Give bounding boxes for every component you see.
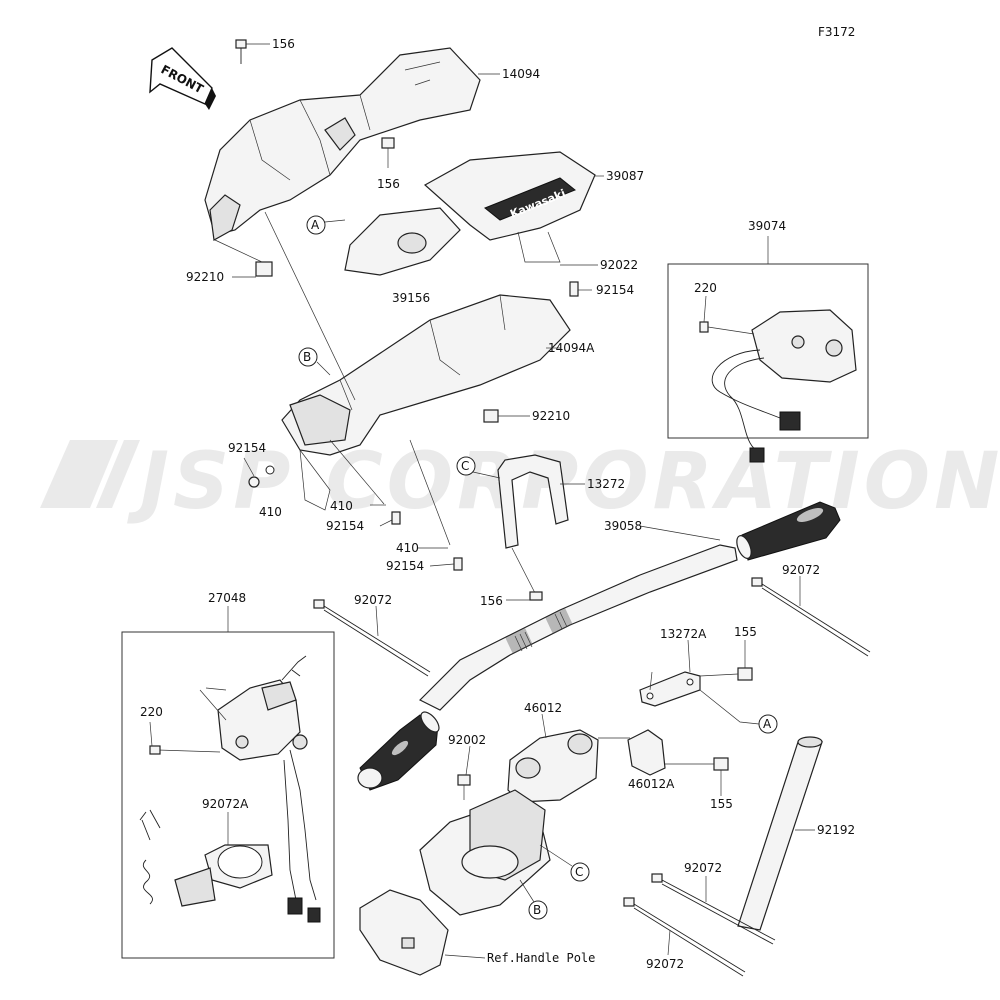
label-92002: 92002 [448,733,486,747]
handle-pole-base [359,789,551,976]
label-156-low: 156 [480,594,503,608]
left-switch-27048 [199,655,321,923]
clip-92210-left [232,261,273,278]
label-27048: 27048 [208,591,246,605]
label-39156: 39156 [392,291,430,305]
label-92154-left: 92154 [228,441,266,455]
label-92192: 92192 [817,823,855,837]
label-410-left: 410 [259,505,282,519]
label-220-left: 220 [140,705,163,719]
clip-92210-mid [483,409,530,423]
label-92154-top: 92154 [596,283,634,297]
cable-tie-92072-left [313,599,431,677]
lower-cover-14094A [281,294,571,511]
label-92210-left: 92210 [186,270,224,284]
label-13272A: 13272A [660,627,707,641]
bolt-155-low [665,757,729,771]
label-92022: 92022 [600,258,638,272]
label-410-mid: 410 [330,499,353,513]
svg-text:A: A [311,218,320,232]
handlebar-39058 [357,501,841,791]
bolt-155-top [699,667,753,681]
label-155-top: 155 [734,625,757,639]
cable-tie-92072-bot1 [651,873,776,945]
label-92072-right: 92072 [782,563,820,577]
screw-92154-top [569,281,592,297]
bolt-156-top [235,39,270,64]
callout-c-low [570,862,590,882]
bolt-156-mid [381,137,395,168]
label-156-top: 156 [272,37,295,51]
label-92154-mid: 92154 [326,519,364,533]
cable-tie-92072-right [751,577,871,657]
svg-text:B: B [533,903,541,917]
bracket-13272 [497,454,569,549]
callout-b-top: B [298,347,331,376]
svg-text:A: A [763,717,772,731]
watermark: JSP CORPORATION [40,437,999,527]
label-46012: 46012 [524,701,562,715]
callout-a-top: A [306,215,346,235]
bracket-13272A [639,671,701,707]
figure-code: F3172 [818,25,855,39]
upper-cover-14094 [204,47,481,241]
label-156-mid: 156 [377,177,400,191]
decal-39087: Kawasaki [423,151,596,241]
label-46012A: 46012A [628,777,675,791]
label-13272: 13272 [587,477,625,491]
label-92072-bot1: 92072 [684,861,722,875]
lanyard-clip-92072A [139,809,273,907]
label-14094A: 14094A [548,341,595,355]
label-39087: 39087 [606,169,644,183]
label-220-right: 220 [694,281,717,295]
front-arrow-icon: FRONT [149,47,216,110]
label-92072A: 92072A [202,797,249,811]
cable-tie-92072-bot2 [623,897,746,977]
callout-c-top [456,456,476,476]
label-39074: 39074 [748,219,786,233]
ref-handle-pole: Ref.Handle Pole [487,951,595,965]
sleeve-92192 [737,736,823,931]
bolt-92002 [457,774,471,786]
right-switch-39074 [711,309,857,463]
label-92072-bot2: 92072 [646,957,684,971]
callout-b-low [528,900,548,920]
svg-text:C: C [461,459,469,473]
label-92210-mid: 92210 [532,409,570,423]
label-410-low: 410 [396,541,419,555]
label-39058: 39058 [604,519,642,533]
label-92072-left: 92072 [354,593,392,607]
panel-39156 [344,207,461,276]
label-155-low: 155 [710,797,733,811]
label-14094: 14094 [502,67,540,81]
screw-92154-left [243,457,275,488]
bolt-156-low [529,591,543,601]
holder-46012 [507,729,599,803]
svg-text:C: C [575,865,583,879]
label-92154-low: 92154 [386,559,424,573]
holder-46012A [598,729,666,776]
svg-text:B: B [303,350,311,364]
